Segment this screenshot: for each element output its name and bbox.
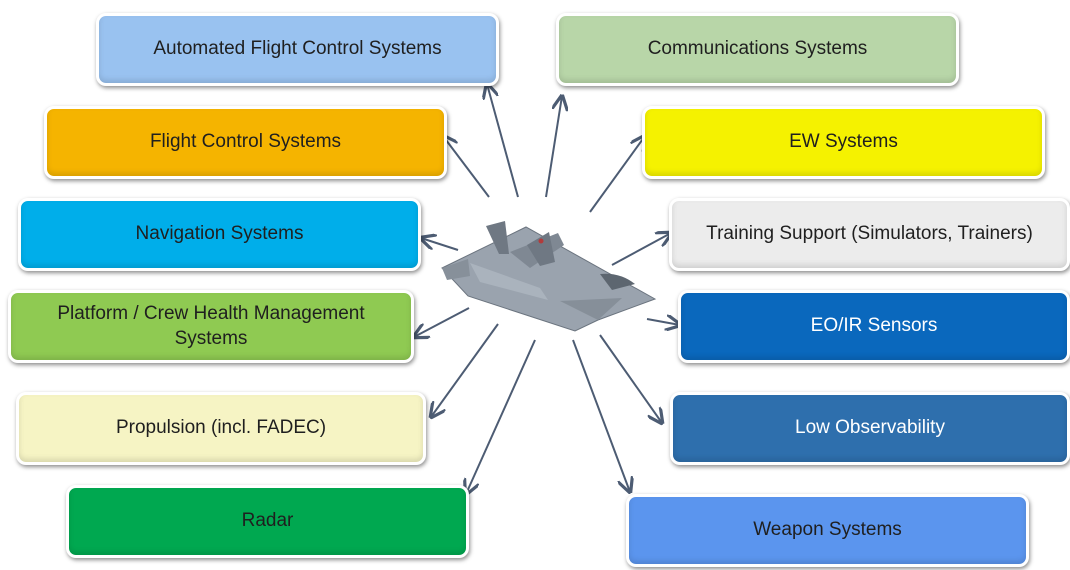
arrow-afcs bbox=[487, 84, 519, 198]
box-label: Flight Control Systems bbox=[149, 131, 342, 153]
arrow-lowobs bbox=[599, 334, 662, 423]
fighter-jet-icon bbox=[441, 221, 657, 332]
box-training-support[interactable]: Training Support (Simulators, Trainers) bbox=[669, 198, 1070, 271]
arrow-training bbox=[611, 233, 671, 266]
box-label: Platform / Crew Health Management System… bbox=[57, 302, 365, 349]
box-automated-flight-control[interactable]: Automated Flight Control Systems bbox=[96, 13, 499, 86]
box-low-observability[interactable]: Low Observability bbox=[670, 392, 1070, 465]
box-label: Automated Flight Control Systems bbox=[153, 38, 442, 60]
box-label: Training Support (Simulators, Trainers) bbox=[706, 223, 1033, 245]
box-label: Radar bbox=[241, 510, 294, 532]
arrow-ew bbox=[589, 136, 645, 213]
box-label: EW Systems bbox=[789, 131, 898, 153]
arrow-eoir bbox=[646, 319, 680, 325]
arrow-nav bbox=[421, 238, 459, 251]
box-label: Propulsion (incl. FADEC) bbox=[115, 417, 327, 439]
box-propulsion[interactable]: Propulsion (incl. FADEC) bbox=[16, 392, 426, 465]
box-label: Communications Systems bbox=[647, 38, 868, 60]
box-flight-control[interactable]: Flight Control Systems bbox=[44, 106, 447, 179]
box-eoir-sensors[interactable]: EO/IR Sensors bbox=[678, 290, 1070, 363]
box-label: Weapon Systems bbox=[753, 519, 902, 541]
box-ew-systems[interactable]: EW Systems bbox=[642, 106, 1045, 179]
arrow-weapons bbox=[572, 339, 630, 492]
box-health-management[interactable]: Platform / Crew Health Management System… bbox=[8, 290, 414, 363]
box-communications[interactable]: Communications Systems bbox=[556, 13, 959, 86]
box-label: Navigation Systems bbox=[135, 223, 304, 245]
arrow-phm bbox=[414, 307, 470, 337]
box-weapon-systems[interactable]: Weapon Systems bbox=[626, 494, 1029, 567]
arrow-propulsion bbox=[431, 323, 499, 417]
box-navigation[interactable]: Navigation Systems bbox=[18, 198, 421, 271]
box-label: EO/IR Sensors bbox=[810, 315, 938, 337]
box-radar[interactable]: Radar bbox=[66, 485, 469, 558]
arrow-fcs bbox=[443, 136, 490, 198]
arrow-radar bbox=[466, 339, 536, 494]
box-label: Low Observability bbox=[795, 417, 945, 439]
arrow-comms bbox=[545, 96, 562, 198]
